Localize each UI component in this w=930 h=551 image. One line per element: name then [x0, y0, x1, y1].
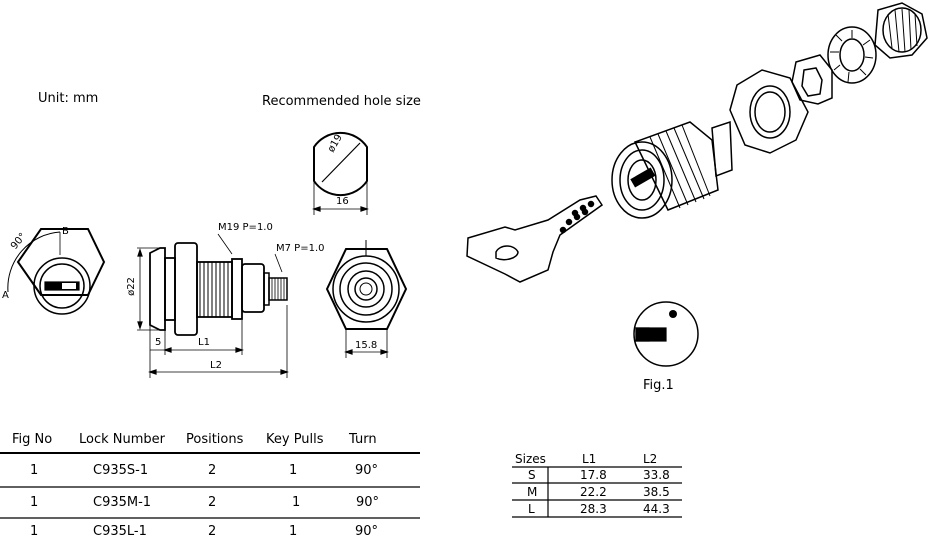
cell-fig-no: 1	[30, 495, 38, 510]
cell-key-pulls: 1	[292, 495, 300, 510]
cell-l1: 17.8	[580, 468, 607, 482]
header-l1: L1	[582, 452, 596, 466]
cell-l1: 28.3	[580, 502, 607, 516]
cell-size: S	[528, 468, 536, 482]
dim-5-label: 5	[155, 337, 161, 348]
position-b-label: B	[62, 226, 69, 237]
cell-key-pulls: 1	[289, 524, 297, 539]
cell-l2: 38.5	[643, 485, 670, 499]
cell-lock-number: C935L-1	[93, 524, 147, 539]
unit-label: Unit: mm	[38, 91, 98, 106]
cell-positions: 2	[208, 495, 216, 510]
header-sizes: Sizes	[515, 452, 546, 466]
header-l2: L2	[643, 452, 657, 466]
body-diameter-label: ø22	[126, 277, 137, 296]
cell-positions: 2	[208, 524, 216, 539]
fig1-label: Fig.1	[643, 378, 674, 393]
hole-width-label: 16	[336, 196, 349, 207]
hole-size-title: Recommended hole size	[262, 94, 421, 109]
cell-fig-no: 1	[30, 463, 38, 478]
header-key-pulls: Key Pulls	[266, 432, 324, 447]
sizes-table: Sizes L1 L2 S 17.8 33.8 M 22.2 38.5 L 28…	[512, 452, 682, 522]
dim-l1-label: L1	[198, 337, 210, 348]
cell-turn: 90°	[355, 524, 378, 539]
cell-lock-number: C935S-1	[93, 463, 148, 478]
cell-size: L	[528, 502, 535, 516]
fig1-position-diagram	[634, 302, 698, 366]
cell-key-pulls: 1	[289, 463, 297, 478]
thread-small-label: M7 P=1.0	[276, 243, 324, 254]
rear-width-label: 15.8	[355, 340, 377, 351]
cell-l1: 22.2	[580, 485, 607, 499]
header-fig-no: Fig No	[12, 432, 52, 447]
cell-l2: 44.3	[643, 502, 670, 516]
cell-size: M	[527, 485, 537, 499]
cell-l2: 33.8	[643, 468, 670, 482]
table-row: 1 C935L-1 2 1 90°	[0, 522, 420, 551]
header-lock-number: Lock Number	[79, 432, 165, 447]
cell-turn: 90°	[356, 495, 379, 510]
table-row: 1 C935M-1 2 1 90°	[0, 492, 420, 521]
table-row: 1 C935S-1 2 1 90°	[0, 460, 420, 489]
position-a-label: A	[2, 290, 9, 301]
header-positions: Positions	[186, 432, 243, 447]
lock-table: Fig No Lock Number Positions Key Pulls T…	[0, 430, 420, 541]
thread-main-label: M19 P=1.0	[218, 222, 273, 233]
exploded-view-drawing	[467, 3, 927, 282]
header-turn: Turn	[349, 432, 377, 447]
cell-lock-number: C935M-1	[93, 495, 151, 510]
dim-l2-label: L2	[210, 360, 222, 371]
side-view-drawing	[137, 234, 287, 378]
cell-fig-no: 1	[30, 524, 38, 539]
cell-turn: 90°	[355, 463, 378, 478]
cell-positions: 2	[208, 463, 216, 478]
